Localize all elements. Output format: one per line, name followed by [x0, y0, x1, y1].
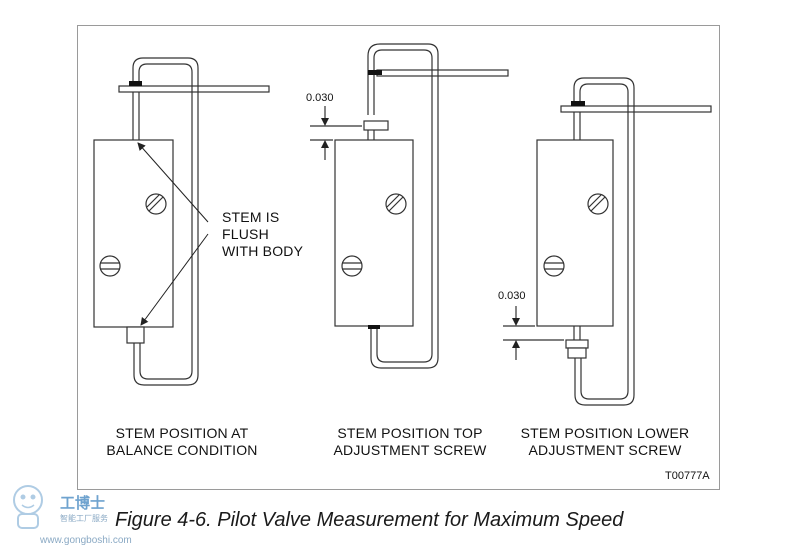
panel-title-lower-screw: STEM POSITION LOWER ADJUSTMENT SCREW: [510, 425, 700, 459]
callout-arrow-top: [137, 142, 209, 223]
dim-label-bottom: 0.030: [498, 290, 526, 302]
panel-title-top-screw-line-2: ADJUSTMENT SCREW: [333, 442, 487, 458]
stem-top-marker-1: [129, 81, 142, 86]
dim-arrow-bottom-up: [512, 340, 520, 348]
figure-caption: Figure 4-6. Pilot Valve Measurement for …: [115, 509, 624, 531]
panel-title-top-screw: STEM POSITION TOP ADJUSTMENT SCREW: [320, 425, 500, 459]
figure-frame: [77, 25, 720, 490]
callout-text: STEM IS FLUSH WITH BODY: [222, 209, 303, 260]
watermark-mascot-icon: [13, 485, 43, 529]
dim-arrow-top-down: [321, 118, 329, 126]
stem-top-marker-3: [571, 101, 585, 106]
watermark-url: www.gongboshi.com: [40, 535, 132, 546]
watermark-subtitle: 智能工厂服务: [60, 514, 108, 523]
panel-balance: [93, 57, 270, 386]
dim-arrow-bottom-down: [512, 318, 520, 326]
panel-top-screw: [310, 43, 509, 369]
dim-label-top: 0.030: [306, 92, 334, 104]
watermark-brand: 工博士: [60, 494, 106, 512]
panel-title-balance: STEM POSITION AT BALANCE CONDITION: [92, 425, 272, 459]
callout-line-3: WITH BODY: [222, 243, 304, 259]
callout-arrow-bottom: [140, 233, 209, 326]
panel-lower-screw: [503, 77, 712, 406]
callout-line-1: STEM IS: [222, 209, 280, 225]
stem-bottom-marker-2: [368, 325, 380, 329]
panel-title-lower-screw-line-1: STEM POSITION LOWER: [520, 425, 690, 441]
panel-title-balance-line-1: STEM POSITION AT: [115, 425, 249, 441]
stem-top-marker-2: [368, 70, 382, 75]
panel-title-lower-screw-line-2: ADJUSTMENT SCREW: [528, 442, 682, 458]
drawing-number: T00777A: [665, 470, 710, 482]
panel-title-top-screw-line-1: STEM POSITION TOP: [337, 425, 483, 441]
callout-line-2: FLUSH: [222, 226, 269, 242]
panel-title-balance-line-2: BALANCE CONDITION: [106, 442, 258, 458]
dim-arrow-top-up: [321, 140, 329, 148]
